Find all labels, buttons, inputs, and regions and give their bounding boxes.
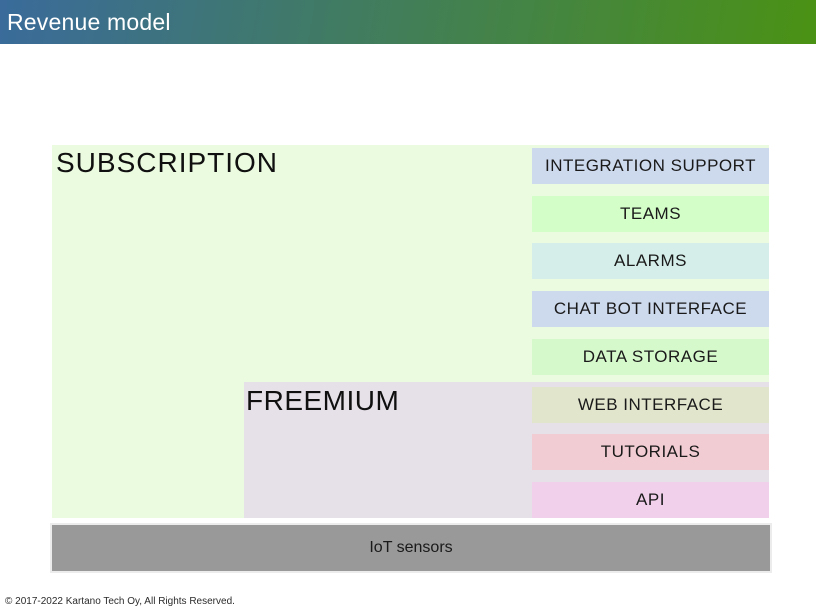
subscription-tier-label: SUBSCRIPTION	[56, 147, 279, 178]
feature-box-integration-support: INTEGRATION SUPPORT	[532, 148, 769, 184]
iot-sensors-base-bar: IoT sensors	[52, 525, 770, 571]
slide-header: Revenue model	[0, 0, 816, 44]
feature-box-alarms: ALARMS	[532, 243, 769, 279]
feature-box-column: INTEGRATION SUPPORT TEAMS ALARMS CHAT BO…	[532, 0, 769, 613]
feature-box-tutorials: TUTORIALS	[532, 434, 769, 470]
feature-box-web-interface: WEB INTERFACE	[532, 387, 769, 423]
feature-box-data-storage: DATA STORAGE	[532, 339, 769, 375]
feature-box-teams: TEAMS	[532, 196, 769, 232]
page-title: Revenue model	[7, 8, 171, 35]
feature-box-api: API	[532, 482, 769, 518]
freemium-tier-label: FREEMIUM	[246, 385, 400, 416]
feature-box-chat-bot-interface: CHAT BOT INTERFACE	[532, 291, 769, 327]
copyright-text: © 2017-2022 Kartano Tech Oy, All Rights …	[5, 596, 235, 607]
